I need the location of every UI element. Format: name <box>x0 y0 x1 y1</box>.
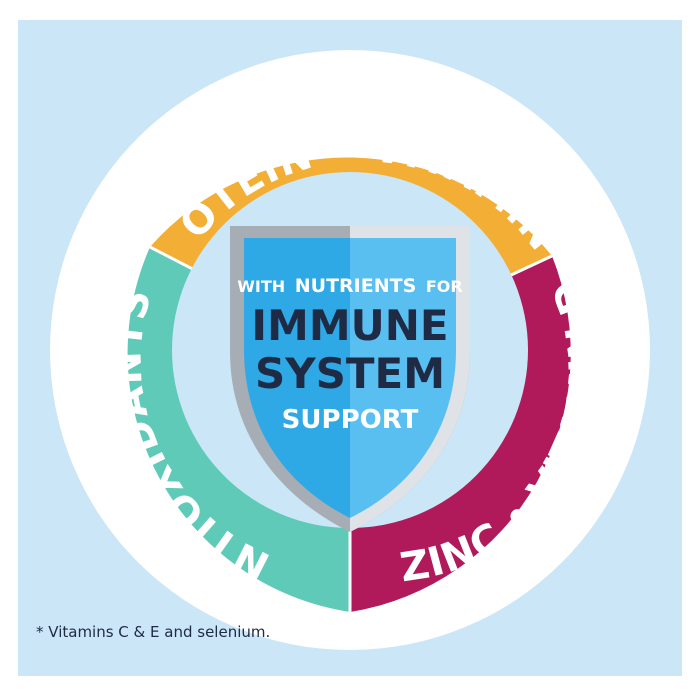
footnote: * Vitamins C & E and selenium. <box>36 623 271 641</box>
shield-line-system: SYSTEM <box>255 349 445 398</box>
shield-icon <box>230 226 470 532</box>
shield-line-support: SUPPORT <box>282 405 419 435</box>
shield-line-1: WITH NUTRIENTS FOR <box>237 275 462 297</box>
shield-line-immune: IMMUNE <box>251 301 448 350</box>
